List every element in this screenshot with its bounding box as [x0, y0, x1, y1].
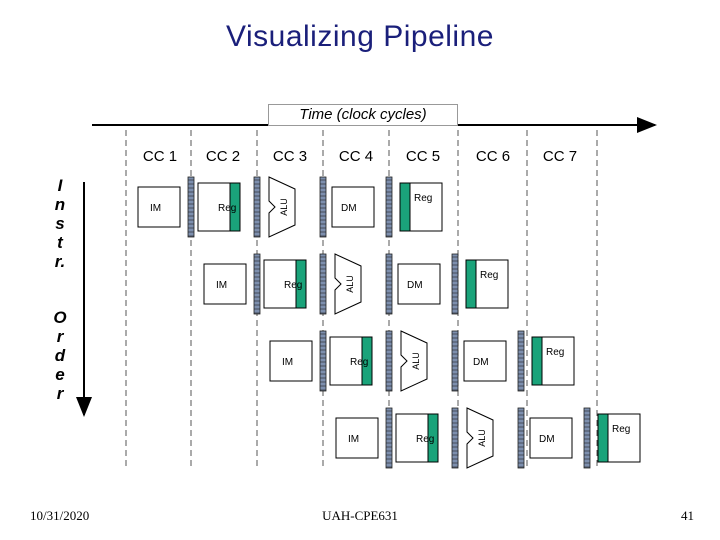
cc-label-5: CC 5 — [405, 148, 441, 165]
footer-course: UAH-CPE631 — [322, 508, 398, 523]
instr-order-label-bottom: O r d e r — [53, 308, 67, 403]
alu-label: ALU — [477, 429, 487, 447]
im-box — [203, 263, 247, 305]
cc-label-1: CC 1 — [142, 148, 178, 165]
pipeline-latch-id-ex — [385, 330, 393, 392]
im-label: IM — [150, 203, 161, 214]
alu-label: ALU — [279, 198, 289, 216]
footer-page-number: 41 — [681, 508, 694, 523]
pipeline-latch-id-ex — [451, 407, 459, 469]
instruction-row-4: IM Reg ALU DM Reg — [335, 407, 641, 469]
alu-shape — [400, 330, 428, 392]
pipeline-latch-ex-mem — [319, 176, 327, 238]
reg-read-label: Reg — [350, 357, 368, 368]
cc-label-6: CC 6 — [475, 148, 511, 165]
reg-read-fill — [295, 259, 307, 309]
instruction-row-1: IM Reg ALU DM Reg — [137, 176, 443, 238]
reg-write-label: Reg — [414, 193, 432, 204]
reg-write-label: Reg — [480, 270, 498, 281]
alu-label: ALU — [345, 275, 355, 293]
reg-read-label: Reg — [284, 280, 302, 291]
dm-label: DM — [473, 357, 489, 368]
im-label: IM — [216, 280, 227, 291]
dm-box — [463, 340, 507, 382]
im-label: IM — [348, 434, 359, 445]
slide-title: Visualizing Pipeline — [226, 20, 494, 53]
pipeline-latch-ex-mem — [385, 253, 393, 315]
dm-box — [331, 186, 375, 228]
cc-label-2: CC 2 — [205, 148, 241, 165]
reg-read-fill — [427, 413, 439, 463]
reg-read-fill — [361, 336, 373, 386]
instruction-row-2: IM Reg ALU DM Reg — [203, 253, 509, 315]
pipeline-latch-mem-wb — [451, 253, 459, 315]
reg-write-fill — [597, 413, 609, 463]
pipeline-latch-ex-mem — [451, 330, 459, 392]
cc-label-3: CC 3 — [272, 148, 308, 165]
cc-label-7: CC 7 — [542, 148, 578, 165]
footer-date: 10/31/2020 — [30, 508, 90, 523]
pipeline-latch-mem-wb — [517, 330, 525, 392]
alu-shape — [334, 253, 362, 315]
cc-label-4: CC 4 — [338, 148, 374, 165]
pipeline-latch-id-ex — [319, 253, 327, 315]
im-box — [269, 340, 313, 382]
reg-write-fill — [531, 336, 543, 386]
reg-write-fill — [399, 182, 411, 232]
instruction-row-3: IM Reg ALU DM Reg — [269, 330, 575, 392]
alu-shape — [466, 407, 494, 469]
im-box — [335, 417, 379, 459]
im-box — [137, 186, 181, 228]
time-axis-label: Time (clock cycles) — [268, 104, 458, 126]
dm-label: DM — [539, 434, 555, 445]
pipeline-latch-ex-mem — [517, 407, 525, 469]
dm-label: DM — [341, 203, 357, 214]
pipeline-latch-id-ex — [253, 176, 261, 238]
pipeline-latch-if-id — [385, 407, 393, 469]
instr-order-label-top: I n s t r. — [54, 176, 66, 271]
pipeline-latch-if-id — [253, 253, 261, 315]
im-label: IM — [282, 357, 293, 368]
reg-read-label: Reg — [218, 203, 236, 214]
pipeline-latch-mem-wb — [385, 176, 393, 238]
pipeline-latch-if-id — [187, 176, 195, 238]
alu-label: ALU — [411, 352, 421, 370]
dm-box — [397, 263, 441, 305]
pipeline-latch-if-id — [319, 330, 327, 392]
reg-read-fill — [229, 182, 241, 232]
reg-write-label: Reg — [546, 347, 564, 358]
reg-write-label: Reg — [612, 424, 630, 435]
dm-box — [529, 417, 573, 459]
alu-shape — [268, 176, 296, 238]
dm-label: DM — [407, 280, 423, 291]
pipeline-latch-mem-wb — [583, 407, 591, 469]
reg-write-fill — [465, 259, 477, 309]
reg-read-label: Reg — [416, 434, 434, 445]
